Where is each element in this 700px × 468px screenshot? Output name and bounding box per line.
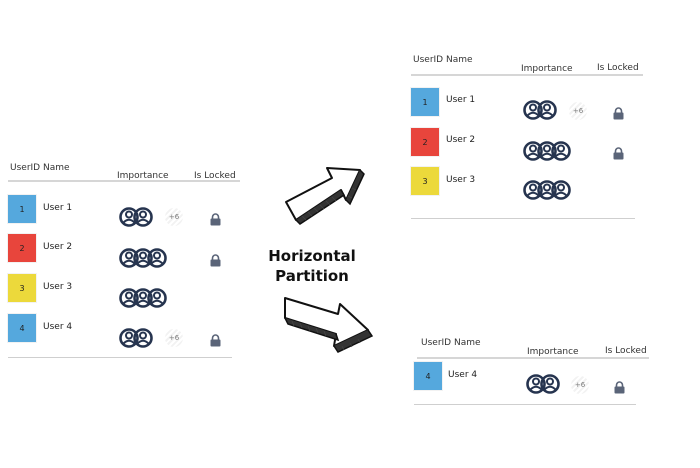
- person-icon-group: [523, 141, 571, 161]
- header-locked: Is Locked: [605, 346, 647, 356]
- user-name: User 2: [43, 242, 73, 252]
- header-id-name: UserID Name: [421, 338, 481, 348]
- importance-icons: [119, 206, 157, 228]
- header-divider: [8, 180, 240, 182]
- partition-label: Horizontal Partition: [262, 246, 362, 286]
- lock-icon: [613, 105, 624, 120]
- header-locked: Is Locked: [194, 171, 236, 181]
- person-icon-group: [526, 374, 560, 394]
- user-id-badge: 3: [411, 167, 439, 195]
- header-id-name: UserID Name: [413, 55, 473, 65]
- header-importance: Importance: [527, 347, 579, 357]
- importance-icons: [523, 140, 575, 162]
- user-id-badge: 1: [8, 195, 36, 223]
- arrow-up-right-icon: [285, 167, 365, 225]
- person-icon-group: [523, 100, 557, 120]
- partition-label-line-1: Horizontal: [268, 247, 356, 265]
- user-name: User 2: [446, 135, 476, 145]
- user-id-badge: 1: [411, 88, 439, 116]
- importance-icons: [523, 179, 575, 201]
- user-name: User 4: [43, 322, 73, 332]
- user-name: User 3: [446, 175, 476, 185]
- header-id-name: UserID Name: [10, 163, 70, 173]
- user-id-badge: 3: [8, 274, 36, 302]
- user-id-badge: 2: [8, 234, 36, 262]
- lock-icon: [210, 211, 221, 226]
- user-name: User 1: [446, 95, 476, 105]
- lock-icon: [613, 145, 624, 160]
- importance-extra-badge: +6: [569, 102, 587, 120]
- importance-icons: [119, 327, 157, 349]
- user-name: User 3: [43, 282, 73, 292]
- importance-extra-badge: +6: [165, 329, 183, 347]
- person-icon-group: [119, 288, 167, 308]
- partition-label-line-2: Partition: [275, 267, 349, 285]
- user-id-badge: 4: [414, 362, 442, 390]
- lock-icon: [210, 252, 221, 267]
- lock-icon: [614, 379, 625, 394]
- person-icon-group: [119, 328, 153, 348]
- person-icon-group: [119, 248, 167, 268]
- person-icon-group: [119, 207, 153, 227]
- lock-icon: [210, 332, 221, 347]
- header-divider: [411, 74, 643, 76]
- user-name: User 4: [448, 370, 478, 380]
- importance-icons: [119, 247, 171, 269]
- user-id-badge: 4: [8, 314, 36, 342]
- header-importance: Importance: [521, 64, 573, 74]
- importance-icons: [119, 287, 171, 309]
- user-name: User 1: [43, 203, 73, 213]
- importance-icons: [526, 373, 564, 395]
- arrow-down-right-icon: [284, 297, 374, 353]
- importance-icons: [523, 99, 561, 121]
- person-icon-group: [523, 180, 571, 200]
- table-bottom-line: [414, 404, 636, 405]
- header-importance: Importance: [117, 171, 169, 181]
- importance-extra-badge: +6: [165, 208, 183, 226]
- table-bottom-line: [411, 218, 635, 219]
- header-locked: Is Locked: [597, 63, 639, 73]
- header-divider: [417, 357, 649, 359]
- importance-extra-badge: +6: [571, 376, 589, 394]
- table-bottom-line: [8, 357, 232, 358]
- user-id-badge: 2: [411, 128, 439, 156]
